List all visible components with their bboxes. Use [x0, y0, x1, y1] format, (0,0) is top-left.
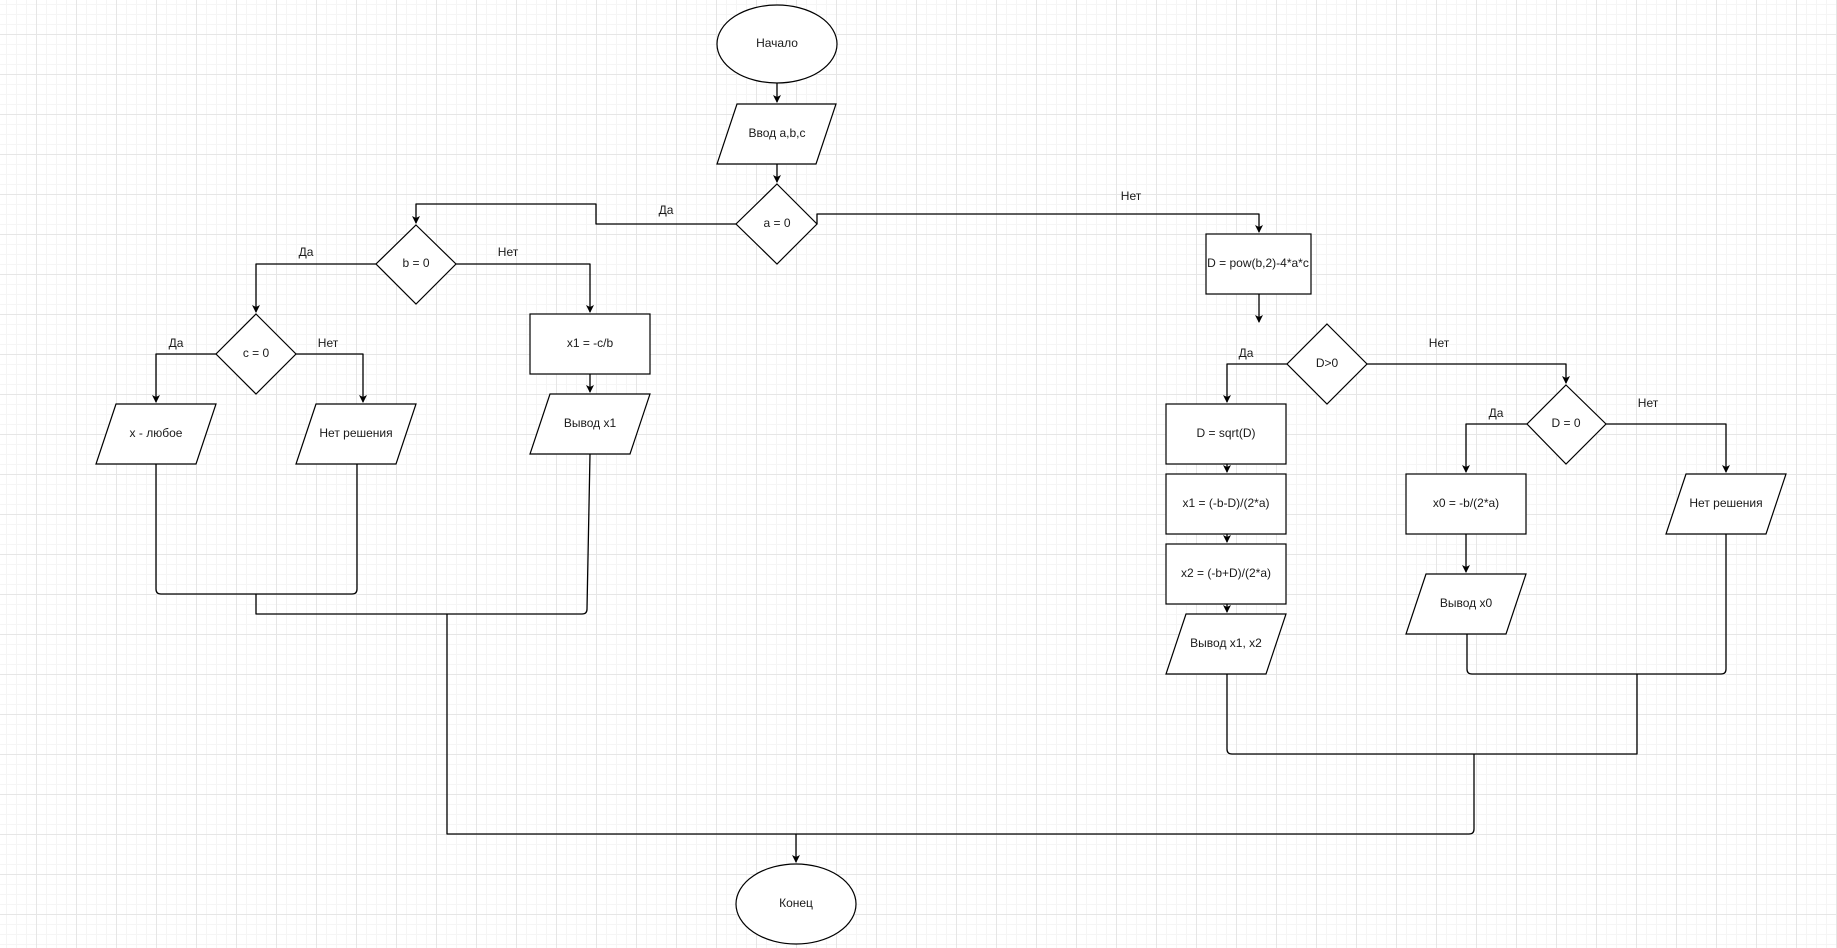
edge-b0-x1lin-no[interactable]: [456, 263, 594, 313]
node-x1q-label: x1 = (-b-D)/(2*a): [1182, 496, 1269, 510]
node-nosol1-label: Нет решения: [319, 426, 392, 440]
edge-outx0-nosol2-merge[interactable]: [1466, 534, 1727, 675]
label-c0-yes: Да: [169, 336, 184, 350]
label-dzero-no: Нет: [1638, 396, 1659, 410]
edge-dzero-nosol2-no[interactable]: [1606, 423, 1730, 473]
node-xany-label: x - любое: [130, 426, 183, 440]
node-x0-label: x0 = -b/(2*a): [1433, 496, 1499, 510]
node-outx0[interactable]: Вывод x0: [1405, 573, 1527, 635]
node-start[interactable]: Начало: [716, 4, 838, 84]
label-b0-yes: Да: [299, 245, 314, 259]
edge-labels: Да Нет Да Нет Да Нет Да Нет Да Нет: [169, 189, 1659, 420]
node-x2q[interactable]: x2 = (-b+D)/(2*a): [1165, 543, 1287, 605]
node-disc[interactable]: D = pow(b,2)-4*a*c: [1205, 233, 1312, 295]
edge-b0-c0-yes[interactable]: [252, 263, 376, 313]
node-end-label: Конец: [779, 896, 813, 910]
label-c0-no: Нет: [318, 336, 339, 350]
label-a0-no: Нет: [1121, 189, 1142, 203]
node-decision-a0[interactable]: a = 0: [735, 183, 818, 265]
node-nosol2[interactable]: Нет решения: [1665, 473, 1787, 535]
node-a0-label: a = 0: [763, 216, 790, 230]
node-x1lin[interactable]: x1 = -c/b: [529, 313, 651, 375]
node-x1q[interactable]: x1 = (-b-D)/(2*a): [1165, 473, 1287, 535]
label-b0-no: Нет: [498, 245, 519, 259]
label-dpos-no: Нет: [1429, 336, 1450, 350]
edge-c0-xany-yes[interactable]: [152, 353, 216, 403]
node-disc-label: D = pow(b,2)-4*a*c: [1207, 256, 1309, 270]
node-x1lin-label: x1 = -c/b: [567, 336, 614, 350]
node-decision-b0[interactable]: b = 0: [375, 224, 457, 305]
edge-left-to-end[interactable]: [446, 614, 796, 835]
node-x0[interactable]: x0 = -b/(2*a): [1405, 473, 1527, 535]
node-end[interactable]: Конец: [735, 863, 857, 945]
node-b0-label: b = 0: [402, 256, 429, 270]
edge-right-merge[interactable]: [1226, 674, 1638, 755]
node-outx0-label: Вывод x0: [1440, 596, 1493, 610]
edges: [152, 83, 1730, 863]
edge-c0-nosol1-no[interactable]: [296, 353, 367, 403]
node-outx1-label: Вывод x1: [564, 416, 617, 430]
edge-dpos-sqrt-yes[interactable]: [1223, 363, 1287, 403]
edge-xany-nosol1-merge[interactable]: [155, 464, 358, 595]
node-decision-c0[interactable]: c = 0: [215, 313, 297, 395]
node-c0-label: c = 0: [243, 346, 270, 360]
edge-left-merge[interactable]: [255, 453, 591, 615]
node-outx12-label: Вывод x1, x2: [1190, 636, 1262, 650]
edge-a0-b0-yes[interactable]: [412, 203, 736, 225]
node-input-label: Ввод a,b,c: [748, 126, 805, 140]
edge-a0-disc-no[interactable]: [816, 213, 1263, 233]
label-dzero-yes: Да: [1489, 406, 1504, 420]
node-input[interactable]: Ввод a,b,c: [716, 103, 837, 165]
node-outx1[interactable]: Вывод x1: [529, 393, 651, 455]
edge-dpos-dzero-no[interactable]: [1367, 363, 1570, 384]
node-start-label: Начало: [756, 36, 798, 50]
node-dzero-label: D = 0: [1551, 416, 1580, 430]
node-nosol1[interactable]: Нет решения: [295, 403, 417, 465]
node-xany[interactable]: x - любое: [95, 403, 217, 465]
label-a0-yes: Да: [659, 203, 674, 217]
edge-dzero-x0-yes[interactable]: [1462, 423, 1527, 473]
node-nosol2-label: Нет решения: [1689, 496, 1762, 510]
node-outx12[interactable]: Вывод x1, x2: [1165, 613, 1287, 675]
node-x2q-label: x2 = (-b+D)/(2*a): [1181, 566, 1271, 580]
node-dpos-label: D>0: [1316, 356, 1339, 370]
node-decision-dzero[interactable]: D = 0: [1526, 384, 1607, 465]
label-dpos-yes: Да: [1239, 346, 1254, 360]
node-sqrt-label: D = sqrt(D): [1196, 426, 1255, 440]
edge-right-to-end[interactable]: [796, 754, 1475, 835]
node-decision-dpos[interactable]: D>0: [1286, 323, 1368, 405]
node-sqrt[interactable]: D = sqrt(D): [1165, 403, 1287, 465]
